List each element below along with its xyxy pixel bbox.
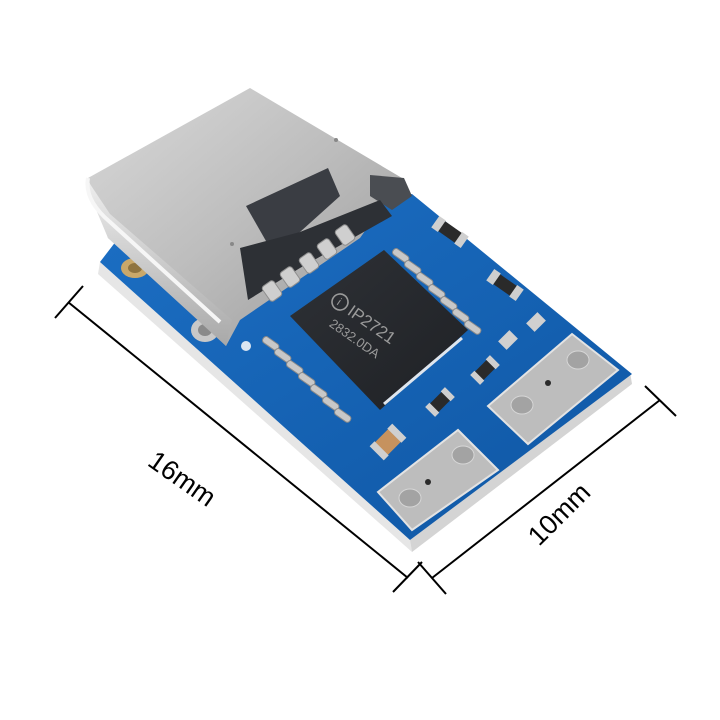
pcb-edge <box>98 262 412 552</box>
usb-c-connector <box>85 88 412 346</box>
dimension-line-10mm <box>431 399 661 579</box>
chip-logo-icon <box>331 293 349 311</box>
smd-components <box>369 215 546 461</box>
connector-pins <box>261 224 356 302</box>
ceramic-capacitor <box>369 423 407 461</box>
output-pads <box>376 332 620 532</box>
chip-logo: i <box>334 297 343 308</box>
ic-chip: i IP2721 2832.0DA <box>262 248 482 423</box>
usb-c-opening <box>86 178 232 346</box>
dimension-line-16mm <box>67 301 409 579</box>
dimension-lines <box>54 285 677 595</box>
